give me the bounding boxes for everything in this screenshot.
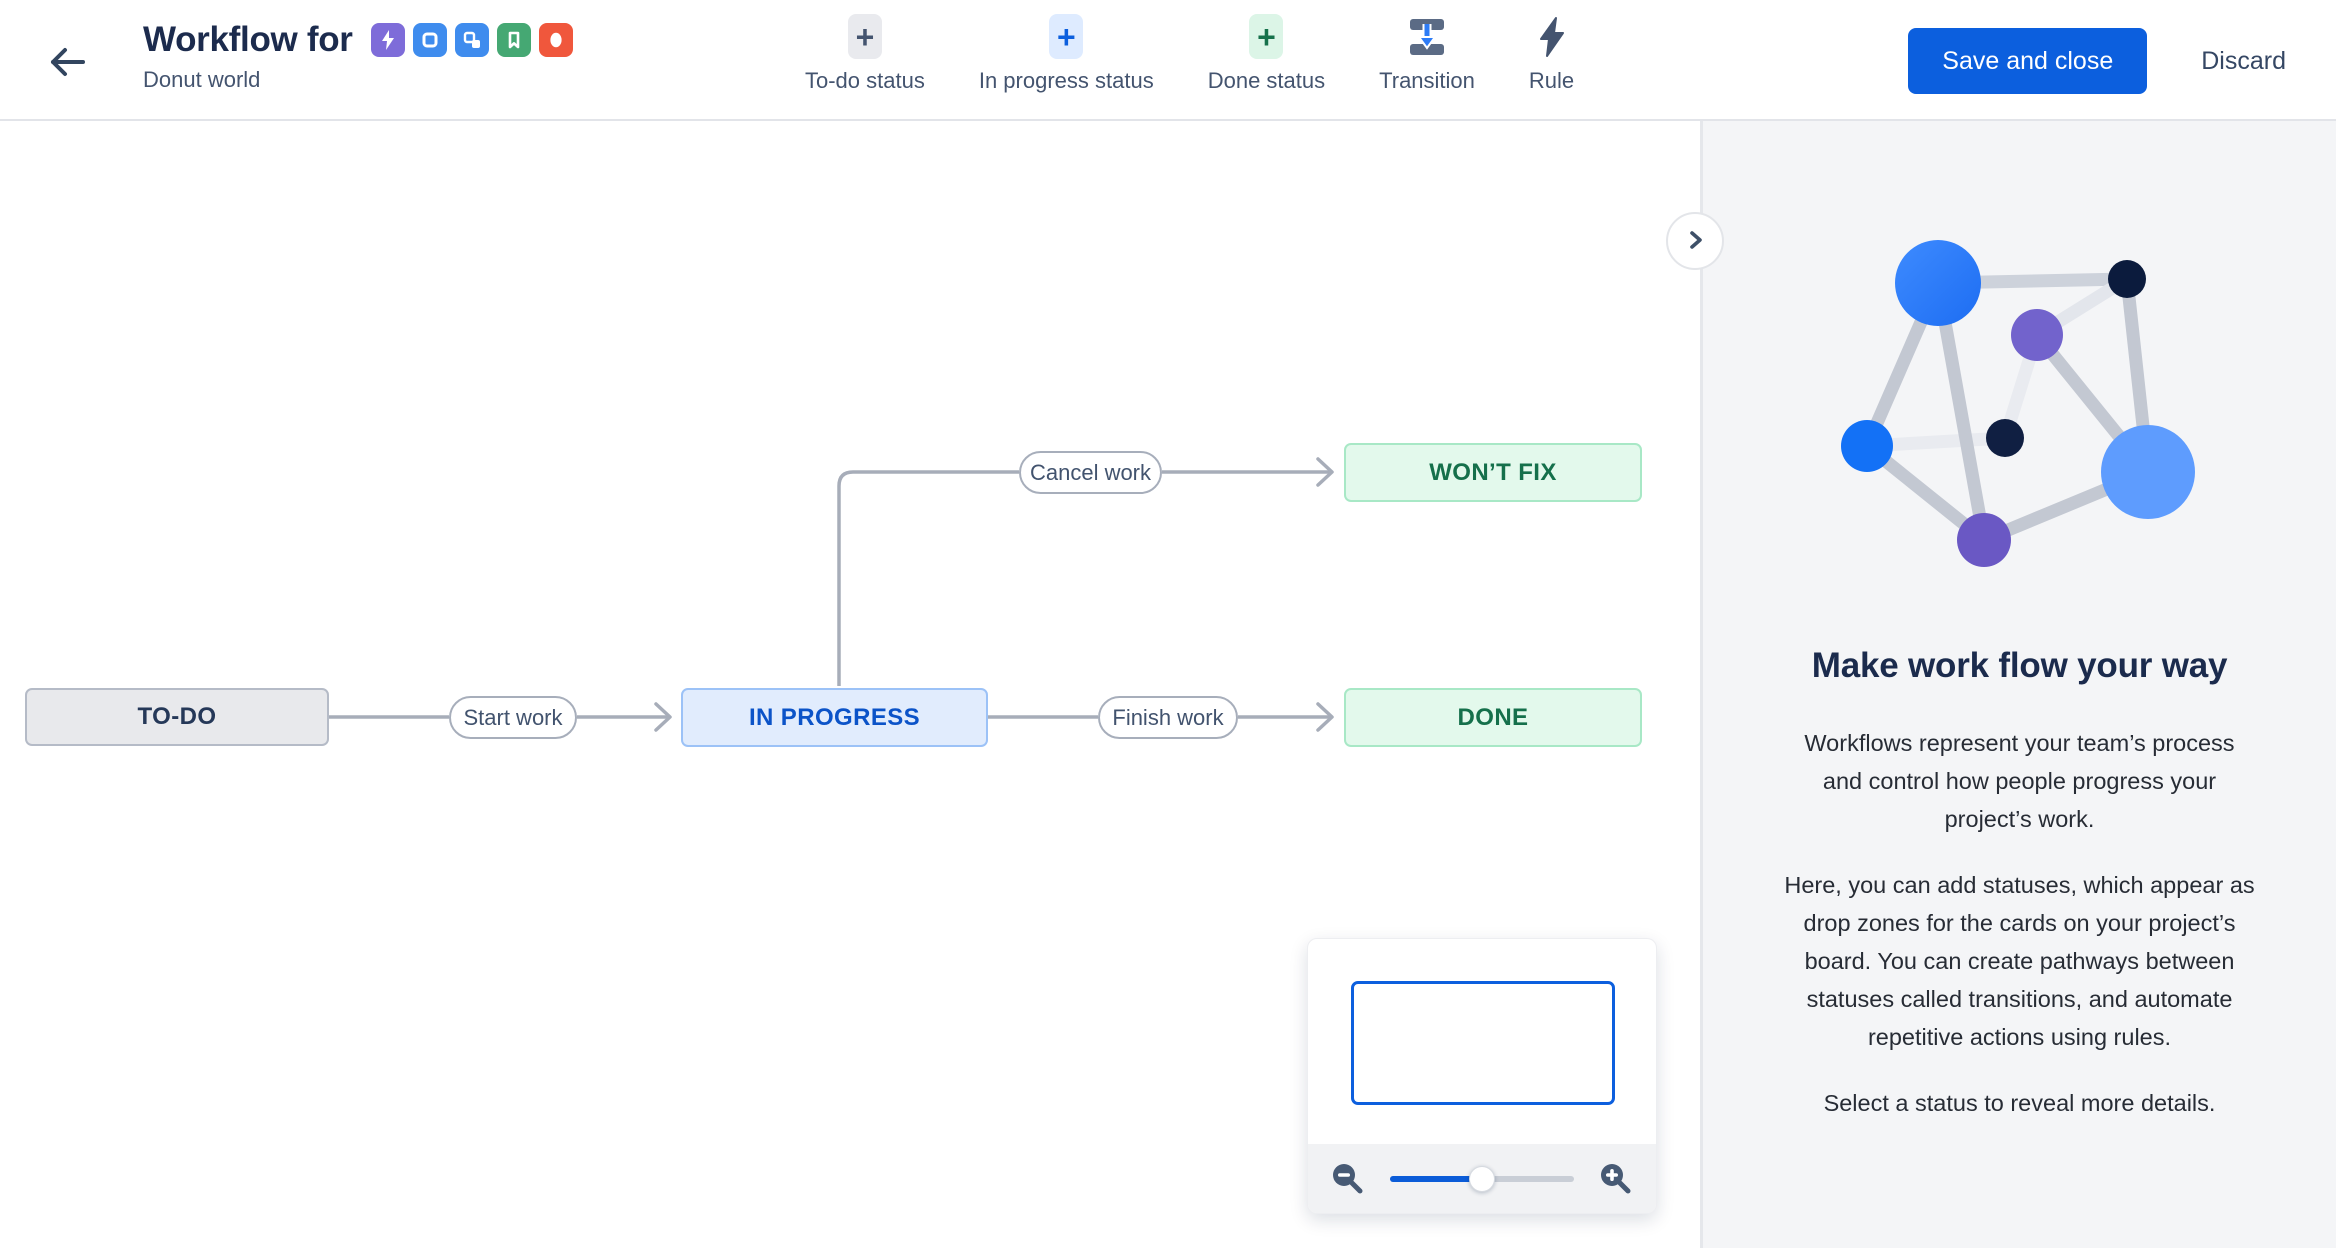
header-actions: Save and close Discard: [1908, 28, 2286, 94]
status-label: TO-DO: [137, 703, 217, 730]
panel-text: Make work flow your way Workflows repres…: [1703, 646, 2336, 1122]
panel-heading: Make work flow your way: [1811, 646, 2228, 685]
todo-plus-icon: +: [847, 14, 882, 59]
panel-collapse-button[interactable]: [1666, 212, 1724, 270]
add-transition-button[interactable]: Transition: [1379, 14, 1475, 94]
done-plus-icon: +: [1249, 14, 1284, 59]
panel-paragraph: Select a status to reveal more details.: [1823, 1090, 2216, 1116]
add-rule-button[interactable]: Rule: [1529, 14, 1574, 94]
inprogress-status-label: In progress status: [978, 68, 1154, 93]
rule-lightning-icon: [1535, 14, 1569, 59]
zoom-slider-knob[interactable]: [1469, 1165, 1495, 1192]
zoom-slider[interactable]: [1390, 1165, 1574, 1192]
add-inprogress-status-button[interactable]: + In progress status: [979, 14, 1154, 94]
discard-button[interactable]: Discard: [2201, 46, 2286, 75]
info-panel: Make work flow your way Workflows repres…: [1700, 121, 2336, 1248]
status-node-done[interactable]: DONE: [1344, 688, 1642, 747]
zoom-in-button[interactable]: [1598, 1161, 1634, 1197]
transition-label: Cancel work: [1029, 459, 1152, 485]
epic-issue-type-icon: [538, 23, 573, 57]
transition-pill-start-work[interactable]: Start work: [449, 696, 577, 739]
zoom-controls: [1308, 1144, 1656, 1213]
status-node-todo[interactable]: TO-DO: [25, 688, 329, 746]
rule-label: Rule: [1528, 68, 1575, 93]
add-todo-status-button[interactable]: + To-do status: [805, 14, 925, 94]
transition-icon: [1407, 14, 1447, 59]
add-done-status-button[interactable]: + Done status: [1208, 14, 1325, 94]
status-label: WON’T FIX: [1429, 458, 1557, 486]
title-block: Workflow for: [143, 20, 573, 93]
transition-edges: [329, 457, 1334, 732]
done-status-label: Done status: [1207, 68, 1326, 93]
transition-pill-cancel-work[interactable]: Cancel work: [1019, 451, 1162, 494]
minimap: [1307, 938, 1657, 1214]
chevron-right-icon: [1679, 224, 1711, 259]
bolt-issue-type-icon: [370, 23, 405, 57]
app-header: Workflow for: [0, 0, 2336, 121]
transition-label: Finish work: [1112, 704, 1224, 730]
status-node-wont-fix[interactable]: WON’T FIX: [1344, 443, 1642, 502]
page-title: Workflow for: [143, 20, 353, 59]
story-issue-type-icon: [412, 23, 447, 57]
inprogress-plus-icon: +: [1049, 14, 1084, 59]
status-label: DONE: [1457, 703, 1529, 731]
transition-label: Start work: [463, 704, 563, 730]
panel-paragraph: Here, you can add statuses, which appear…: [1784, 872, 2255, 1050]
back-button[interactable]: [42, 42, 90, 82]
zoom-in-icon: [1598, 1163, 1634, 1200]
editor-toolbar: + To-do status + In progress status + Do…: [805, 14, 1574, 94]
transition-pill-finish-work[interactable]: Finish work: [1098, 696, 1238, 739]
status-label: IN PROGRESS: [748, 703, 921, 731]
minimap-viewport[interactable]: [1351, 981, 1615, 1105]
status-node-in-progress[interactable]: IN PROGRESS: [681, 688, 988, 747]
workflow-subtitle: Donut world: [143, 67, 261, 92]
transition-label: Transition: [1379, 68, 1475, 93]
save-and-close-button[interactable]: Save and close: [1908, 28, 2148, 94]
zoom-out-button[interactable]: [1330, 1161, 1366, 1197]
zoom-out-icon: [1330, 1163, 1366, 1200]
issue-type-icons: [370, 23, 573, 57]
todo-status-label: To-do status: [805, 68, 925, 93]
panel-paragraph: Workflows represent your team’s process …: [1804, 730, 2235, 832]
subtask-issue-type-icon: [454, 23, 489, 57]
bookmark-issue-type-icon: [496, 23, 531, 57]
back-arrow-icon: [43, 48, 89, 85]
network-illustration: [1791, 190, 2241, 615]
zoom-slider-fill: [1390, 1175, 1482, 1182]
